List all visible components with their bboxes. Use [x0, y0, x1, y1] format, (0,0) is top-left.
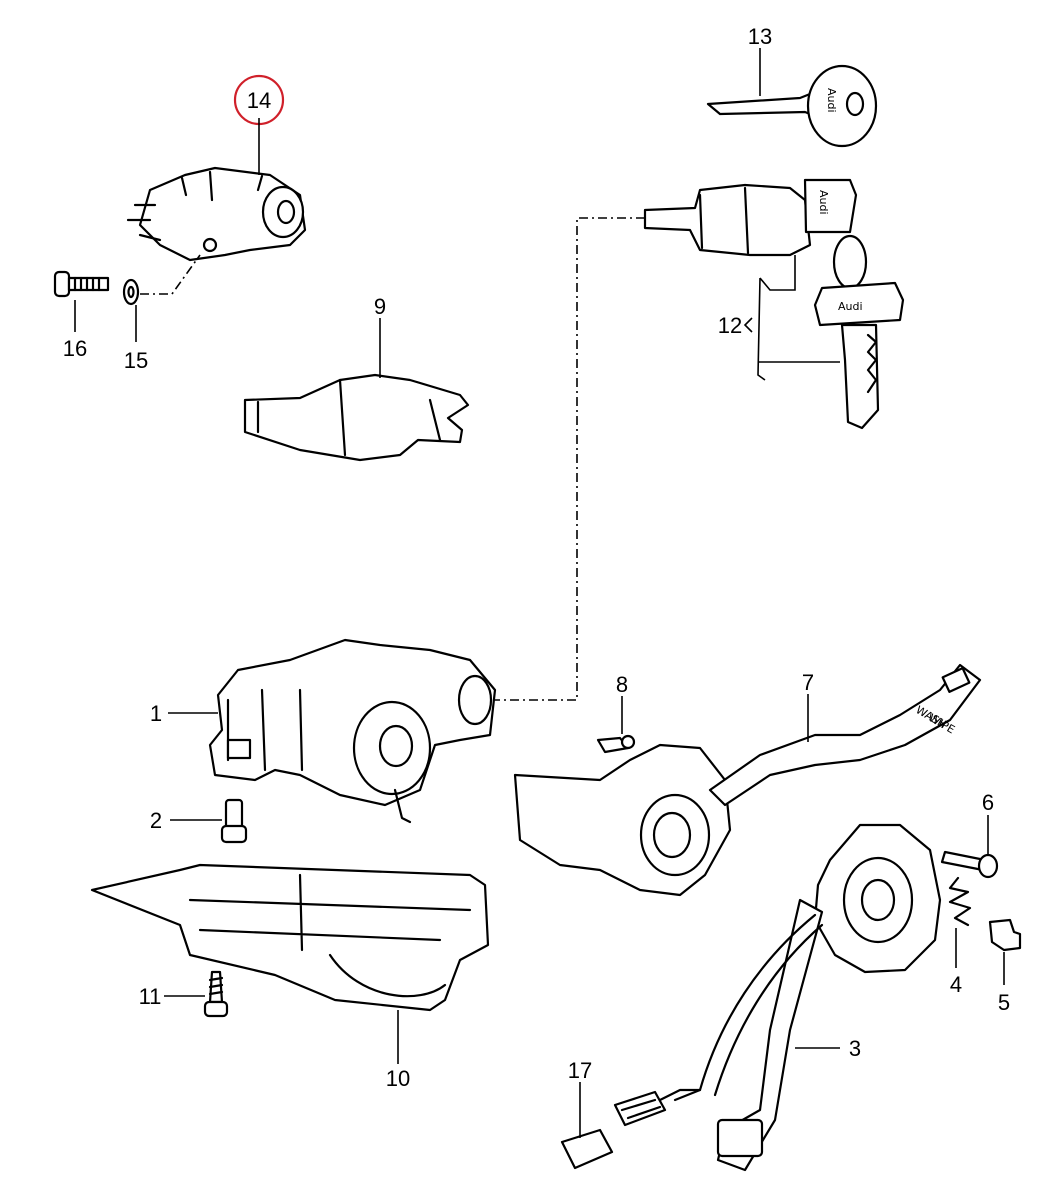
callout-14: 14 [247, 88, 271, 113]
callout-6: 6 [982, 790, 994, 815]
callout-1: 1 [150, 701, 162, 726]
screw-part-11[interactable] [203, 970, 229, 1018]
connector-part-17[interactable] [560, 1088, 702, 1170]
callout-10: 10 [386, 1066, 410, 1091]
callout-12: 12 [718, 313, 742, 338]
turn-signal-switch-part-3[interactable] [673, 823, 942, 1172]
callout-9: 9 [374, 294, 386, 319]
callout-8: 8 [616, 672, 628, 697]
ignition-switch-part-14[interactable] [126, 166, 307, 262]
callout-5: 5 [998, 990, 1010, 1015]
screw-part-6[interactable] [940, 850, 999, 879]
callout-2: 2 [150, 808, 162, 833]
callout-17: 17 [568, 1058, 592, 1083]
alignment-line [488, 217, 645, 701]
washer-part-15[interactable] [122, 278, 140, 306]
bolt-part-16[interactable] [53, 270, 110, 298]
wiper-switch-part-7[interactable]: WASH WIPE [513, 663, 982, 897]
callout-11: 11 [139, 984, 162, 1009]
callout-3: 3 [849, 1036, 861, 1061]
callout-15: 15 [124, 348, 148, 373]
key-part-13[interactable]: Audi [706, 64, 878, 148]
callout-7: 7 [802, 670, 814, 695]
key-brand-label: Audi [825, 88, 838, 113]
clip-part-5[interactable] [988, 918, 1022, 952]
lock-cylinder-part-12[interactable]: Audi Audi [643, 178, 905, 430]
trim-cover-part-9[interactable] [243, 373, 470, 462]
steering-lock-housing-part-1[interactable] [208, 638, 497, 824]
lower-trim-cover-part-10[interactable] [90, 863, 490, 1012]
clip-part-8[interactable] [596, 734, 636, 754]
spring-part-4[interactable] [948, 876, 972, 927]
callout-13: 13 [748, 24, 772, 49]
shear-bolt-part-2[interactable] [220, 798, 248, 844]
callout-16: 16 [63, 336, 87, 361]
key-brand-label-2: Audi [838, 300, 863, 313]
cylinder-brand-label: Audi [817, 190, 830, 215]
callout-4: 4 [950, 972, 962, 997]
